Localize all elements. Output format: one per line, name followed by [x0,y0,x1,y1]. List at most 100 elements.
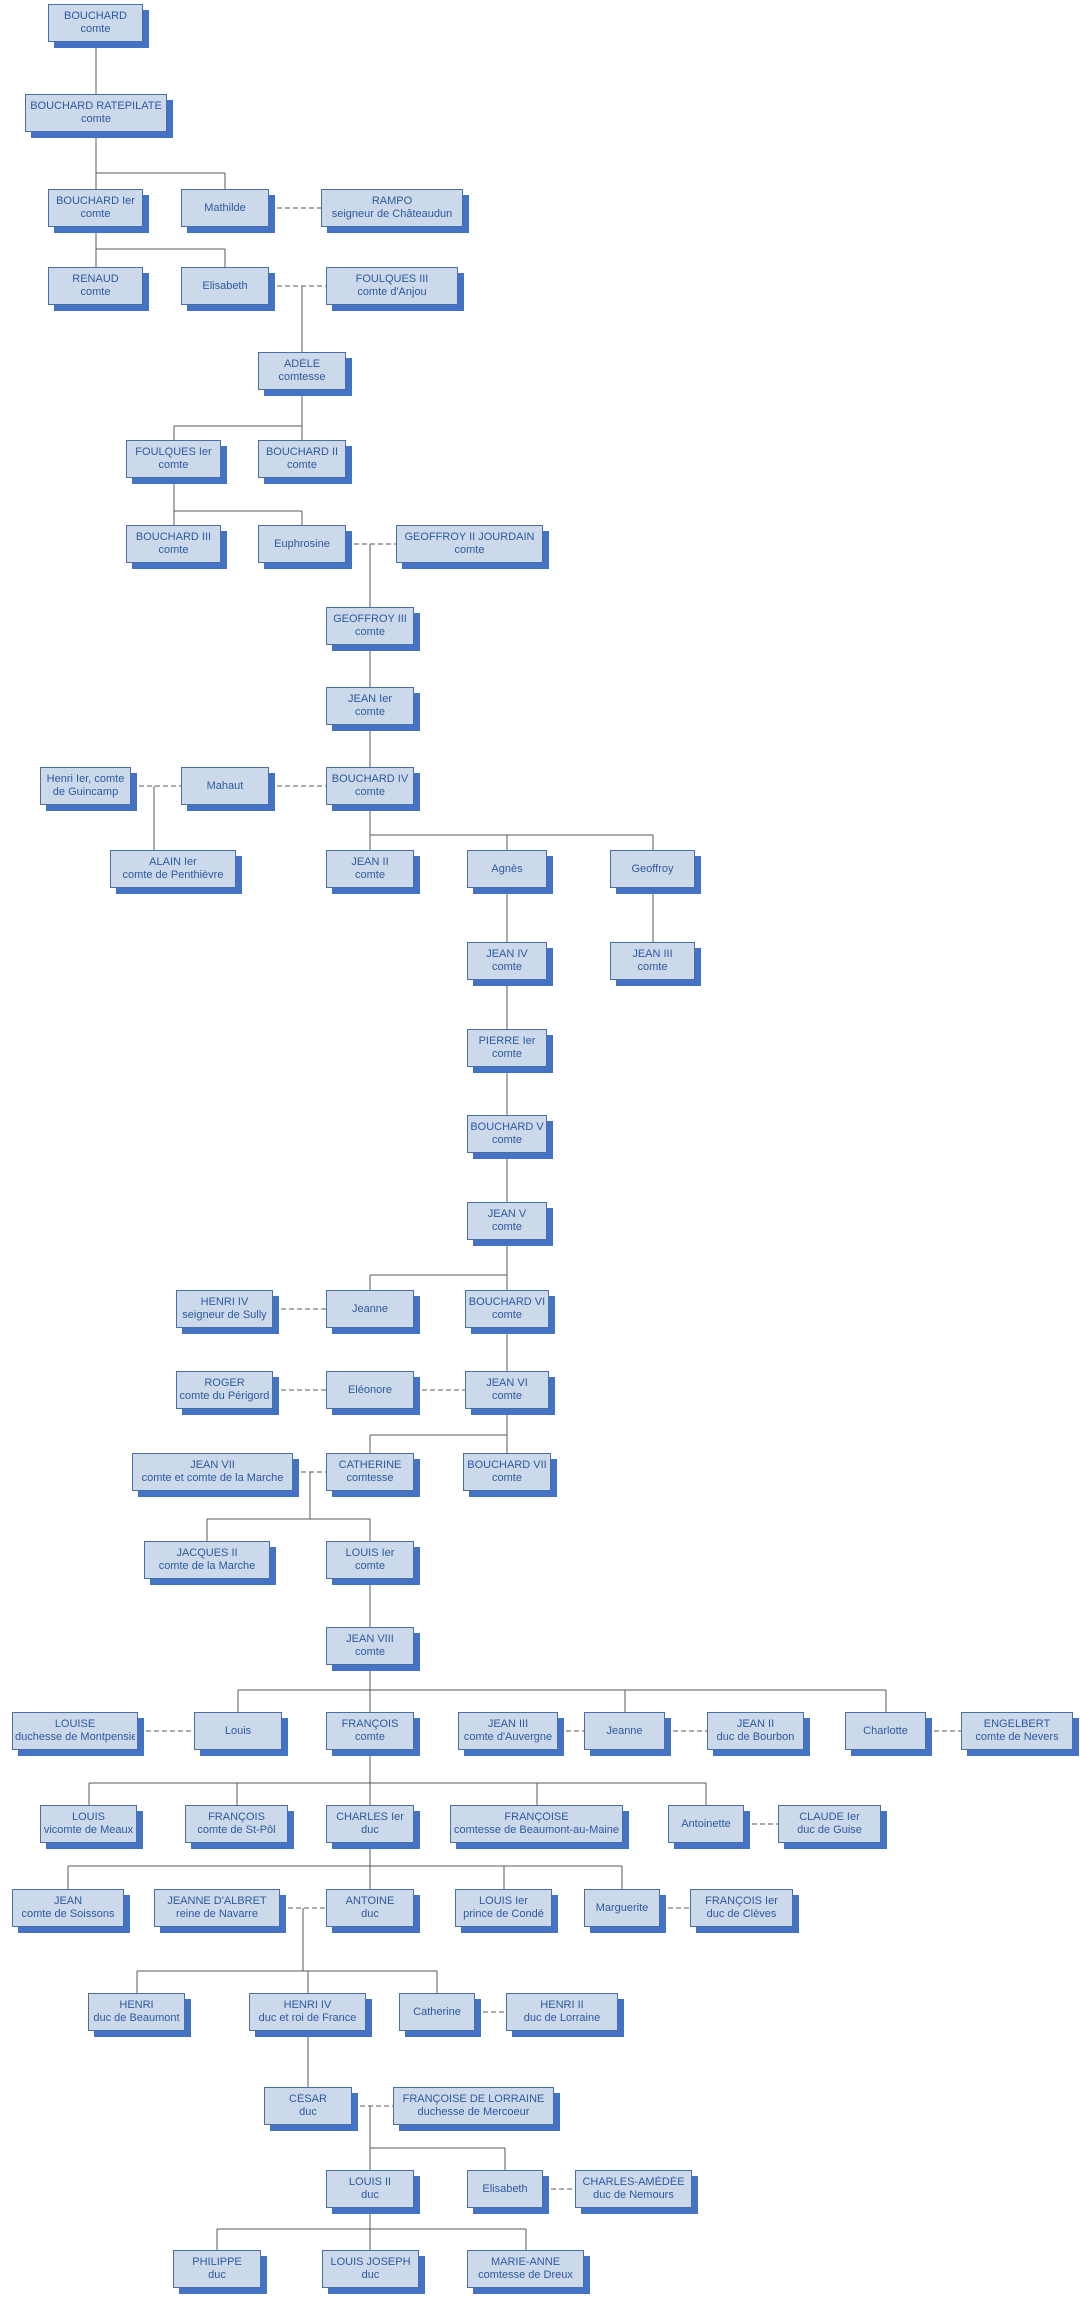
person-name: FRANÇOISE [504,1811,569,1823]
person-name: Henri Ier, comte [46,773,125,785]
person-node-foulques-3-anjou[interactable]: FOULQUES III comte d'Anjou [326,267,458,305]
person-name: Catherine [413,2005,461,2018]
person-node-jean-8[interactable]: JEAN VIII comte [326,1627,414,1665]
person-node-bouchard-3[interactable]: BOUCHARD III comte [126,525,221,563]
person-node-elisabeth-2[interactable]: Elisabeth [467,2170,543,2208]
person-node-henri-4-france[interactable]: HENRI IV duc et roi de France [249,1993,366,2031]
person-node-cesar[interactable]: CÉSAR duc [264,2087,352,2125]
person-node-francois-st-pol[interactable]: FRANÇOIS comte de St-Pôl [185,1805,288,1843]
person-node-henri-4-sully[interactable]: HENRI IV seigneur de Sully [176,1290,273,1328]
person-name: ALAIN Ier [149,856,197,868]
person-node-jean-3[interactable]: JEAN III comte [610,942,695,980]
person-node-geoffroy[interactable]: Geoffroy [610,850,695,888]
person-node-jean-1[interactable]: JEAN Ier comte [326,687,414,725]
person-node-renaud[interactable]: RENAUD comte [48,267,143,305]
person-node-adele[interactable]: ADÈLE comtesse [258,352,346,390]
person-name: JACQUES II [176,1547,238,1559]
person-title: comte [80,208,111,220]
person-node-engelbert[interactable]: ENGELBERT comte de Nevers [961,1712,1073,1750]
person-node-alain-1[interactable]: ALAIN Ier comte de Penthièvre [110,850,236,888]
person-node-jean-3-auvergne[interactable]: JEAN III comte d'Auvergne [458,1712,558,1750]
person-node-louis-1-conde[interactable]: LOUIS Ier prince de Condé [455,1889,552,1927]
person-node-henri-2-lorraine[interactable]: HENRI II duc de Lorraine [506,1993,618,2031]
person-name: JEAN VI [486,1377,528,1389]
person-title: duc de Bourbon [716,1731,795,1743]
person-node-charlotte[interactable]: Charlotte [845,1712,926,1750]
person-node-francois-1-cleves[interactable]: FRANÇOIS Ier duc de Clèves [690,1889,793,1927]
person-node-henri-beaumont[interactable]: HENRI duc de Beaumont [88,1993,185,2031]
person-node-louis[interactable]: Louis [194,1712,282,1750]
person-name: BOUCHARD IV [331,773,409,785]
person-node-mathilde[interactable]: Mathilde [181,189,269,227]
person-node-euphrosine[interactable]: Euphrosine [258,525,346,563]
person-node-eleonore[interactable]: Eléonore [326,1371,414,1409]
person-node-jean-5[interactable]: JEAN V comte [467,1202,547,1240]
person-node-pierre-1[interactable]: PIERRE Ier comte [467,1029,547,1067]
person-node-antoine[interactable]: ANTOINE duc [326,1889,414,1927]
person-node-catherine-2[interactable]: Catherine [399,1993,475,2031]
person-node-bouchard-1[interactable]: BOUCHARD Ier comte [48,189,143,227]
person-node-antoinette[interactable]: Antoinette [668,1805,744,1843]
person-node-jeanne-1[interactable]: Jeanne [326,1290,414,1328]
person-title: comtesse [278,371,326,383]
person-node-mahaut[interactable]: Mahaut [181,767,269,805]
person-node-charles-1[interactable]: CHARLES Ier duc [326,1805,414,1843]
person-node-agnes[interactable]: Agnès [467,850,547,888]
person-name: JEANNE D'ALBRET [167,1895,267,1907]
person-node-bouchard[interactable]: BOUCHARD comte [48,4,143,42]
person-node-louis-2[interactable]: LOUIS II duc [326,2170,414,2208]
person-title: comtesse de Beaumont-au-Maine [453,1824,620,1836]
person-name: Geoffroy [631,862,674,875]
person-node-marie-anne[interactable]: MARIE-ANNE comtesse de Dreux [467,2250,584,2288]
person-node-roger-perigord[interactable]: ROGER comte du Périgord [176,1371,273,1409]
person-node-jean-6[interactable]: JEAN VI comte [465,1371,549,1409]
person-name: JEAN III [487,1718,529,1730]
person-node-jean-2[interactable]: JEAN II comte [326,850,414,888]
person-node-foulques-1[interactable]: FOULQUES Ier comte [126,440,221,478]
person-node-bouchard-ratepilate[interactable]: BOUCHARD RATEPILATE comte [25,94,167,132]
person-node-philippe[interactable]: PHILIPPE duc [173,2250,261,2288]
person-name: JEAN II [736,1718,775,1730]
person-node-henri-guincamp[interactable]: Henri Ier, comte de Guincamp [40,767,131,805]
person-name: LOUIS Ier [479,1895,528,1907]
person-title: duc [361,1908,379,1920]
person-name: BOUCHARD [64,10,127,22]
person-node-francoise-beaumont[interactable]: FRANÇOISE comtesse de Beaumont-au-Maine [450,1805,623,1843]
person-node-louis-meaux[interactable]: LOUIS vicomte de Meaux [40,1805,137,1843]
person-node-marguerite[interactable]: Marguerite [584,1889,660,1927]
person-node-charles-amedee[interactable]: CHARLES-AMÉDÉE duc de Nemours [575,2170,692,2208]
person-node-bouchard-2[interactable]: BOUCHARD II comte [258,440,346,478]
person-title: comte d'Auvergne [463,1731,553,1743]
person-node-jacques-2[interactable]: JACQUES II comte de la Marche [144,1541,270,1579]
person-node-catherine-1[interactable]: CATHERINE comtesse [326,1453,414,1491]
person-node-elisabeth-1[interactable]: Elisabeth [181,267,269,305]
person-node-geoffroy-2-jourdain[interactable]: GEOFFROY II JOURDAIN comte [396,525,543,563]
person-title: comte [80,286,111,298]
person-node-jeanne-2[interactable]: Jeanne [584,1712,665,1750]
person-name: Euphrosine [274,537,330,550]
person-node-bouchard-7[interactable]: BOUCHARD VII comte [463,1453,551,1491]
person-node-jean-7[interactable]: JEAN VII comte et comte de la Marche [132,1453,293,1491]
person-title: comte [454,544,485,556]
person-node-jean-2-bourbon[interactable]: JEAN II duc de Bourbon [707,1712,804,1750]
person-node-louis-joseph[interactable]: LOUIS JOSEPH duc [322,2250,419,2288]
person-node-louise-montpensier[interactable]: LOUISE duchesse de Montpensier [12,1712,138,1750]
person-node-geoffroy-3[interactable]: GEOFFROY III comte [326,607,414,645]
person-title: duc de Clèves [706,1908,777,1920]
person-node-louis-1[interactable]: LOUIS Ier comte [326,1541,414,1579]
person-node-francois[interactable]: FRANÇOIS comte [326,1712,414,1750]
person-node-claude-1-guise[interactable]: CLAUDE Ier duc de Guise [778,1805,881,1843]
person-node-jean-soissons[interactable]: JEAN comte de Soissons [12,1889,124,1927]
person-node-bouchard-4[interactable]: BOUCHARD IV comte [326,767,414,805]
person-node-bouchard-6[interactable]: BOUCHARD VI comte [465,1290,549,1328]
person-title: comte d'Anjou [357,286,427,298]
person-node-jean-4[interactable]: JEAN IV comte [467,942,547,980]
person-node-jeanne-albret[interactable]: JEANNE D'ALBRET reine de Navarre [154,1889,280,1927]
person-node-rampo[interactable]: RAMPO seigneur de Châteaudun [321,189,463,227]
person-node-francoise-lorraine[interactable]: FRANÇOISE DE LORRAINE duchesse de Mercoe… [393,2087,554,2125]
person-name: Jeanne [351,1302,389,1315]
person-title: duc de Nemours [593,2189,674,2201]
person-title: comtesse [346,1472,394,1484]
person-node-bouchard-5[interactable]: BOUCHARD V comte [467,1115,547,1153]
